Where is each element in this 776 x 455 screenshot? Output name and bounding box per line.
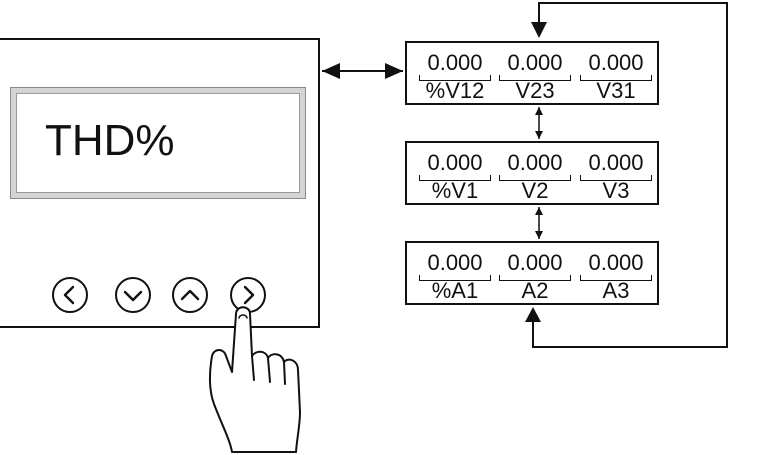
left-button[interactable] <box>52 277 88 313</box>
value-cell: 0.000 V2 <box>497 149 573 203</box>
reading-value: 0.000 <box>588 50 644 75</box>
reading-label: %V1 <box>431 178 479 203</box>
meter-device: THD% <box>0 38 320 328</box>
down-button[interactable] <box>115 277 151 313</box>
value-cell: 0.000 A2 <box>497 249 573 303</box>
reading-value: 0.000 <box>588 150 644 175</box>
display-text: THD% <box>45 116 175 165</box>
reading-label: V3 <box>602 178 630 203</box>
screen-nav-arrow <box>535 107 543 139</box>
reading-value: 0.000 <box>427 250 483 275</box>
reading-label: V23 <box>515 78 555 103</box>
lcd-display: THD% <box>10 87 306 199</box>
reading-label: V31 <box>596 78 636 103</box>
screen-phase-voltage-thd: 0.000 %V1 0.000 V2 0.000 V3 <box>405 141 659 205</box>
chevron-down-icon <box>123 290 143 302</box>
chevron-left-icon <box>63 285 75 305</box>
value-cell: 0.000 V23 <box>497 49 573 103</box>
reading-label: %A1 <box>431 278 479 303</box>
chevron-up-icon <box>180 289 200 301</box>
hand-pointer-icon <box>209 306 301 453</box>
reading-value: 0.000 <box>427 150 483 175</box>
chevron-right-icon <box>243 285 255 305</box>
screen-current-thd: 0.000 %A1 0.000 A2 0.000 A3 <box>405 241 659 305</box>
value-cell: 0.000 V3 <box>578 149 654 203</box>
reading-label: V2 <box>521 178 549 203</box>
value-cell: 0.000 V31 <box>578 49 654 103</box>
right-button[interactable] <box>230 277 266 313</box>
reading-label: A2 <box>521 278 549 303</box>
reading-label: A3 <box>602 278 630 303</box>
up-button[interactable] <box>172 277 208 313</box>
reading-value: 0.000 <box>507 50 563 75</box>
reading-label: %V12 <box>425 78 485 103</box>
bracket-mark <box>419 175 491 181</box>
value-cell: 0.000 A3 <box>578 249 654 303</box>
reading-value: 0.000 <box>427 50 483 75</box>
reading-value: 0.000 <box>507 150 563 175</box>
value-cell: 0.000 %V12 <box>417 49 493 103</box>
bracket-mark <box>419 275 491 281</box>
bracket-mark <box>419 75 491 81</box>
screen-nav-arrow <box>535 207 543 239</box>
reading-value: 0.000 <box>507 250 563 275</box>
screen-line-voltage-thd: 0.000 %V12 0.000 V23 0.000 V31 <box>405 41 659 105</box>
value-cell: 0.000 %A1 <box>417 249 493 303</box>
value-cell: 0.000 %V1 <box>417 149 493 203</box>
lcd-screen: THD% <box>16 93 300 193</box>
device-link-arrow <box>322 63 403 79</box>
reading-value: 0.000 <box>588 250 644 275</box>
